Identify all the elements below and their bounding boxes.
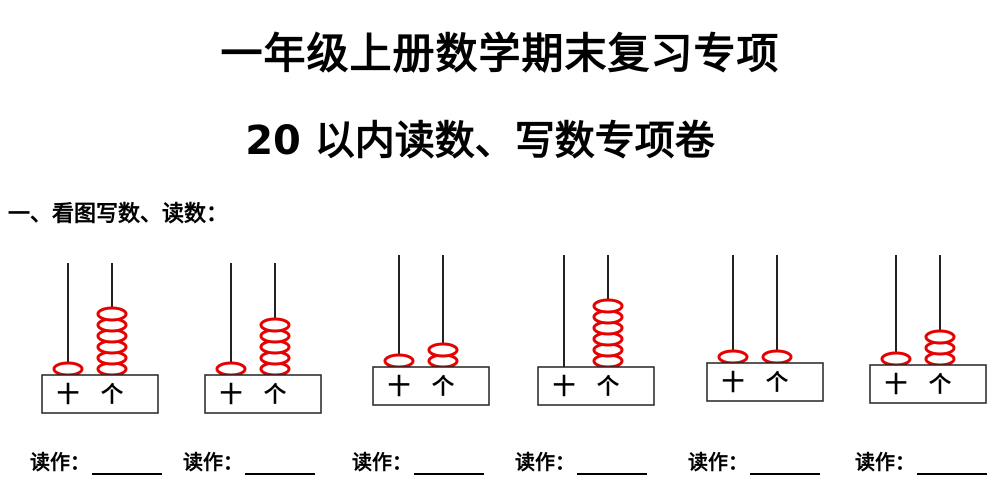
abacus-figure: 十个 xyxy=(41,263,159,414)
ones-label: 个 xyxy=(432,375,455,400)
ones-bead xyxy=(592,298,624,314)
read-as-item: 读作： xyxy=(352,446,484,475)
read-as-label: 读作： xyxy=(515,450,575,474)
ones-label: 个 xyxy=(101,383,124,408)
tens-label: 十 xyxy=(220,383,242,408)
abacus-figure: 十个 xyxy=(869,255,987,404)
read-as-label: 读作： xyxy=(855,450,915,474)
ones-bead xyxy=(924,329,956,345)
answer-blank[interactable] xyxy=(414,453,484,475)
answer-blank[interactable] xyxy=(245,453,315,475)
abacus-2: 十个 xyxy=(204,263,322,414)
tens-label: 十 xyxy=(553,375,575,400)
abacus-figure: 十个 xyxy=(537,255,655,406)
answer-blank[interactable] xyxy=(750,453,820,475)
abacus-base xyxy=(706,362,824,402)
ones-label: 个 xyxy=(929,373,952,398)
read-as-item: 读作： xyxy=(515,446,647,475)
abacus-base xyxy=(372,366,490,406)
ones-bead xyxy=(427,342,459,358)
ones-bead xyxy=(259,317,291,333)
read-as-label: 读作： xyxy=(30,450,90,474)
ones-label: 个 xyxy=(766,371,789,396)
abacus-base xyxy=(41,374,159,414)
read-as-label: 读作： xyxy=(183,450,243,474)
tens-label: 十 xyxy=(722,371,744,396)
tens-label: 十 xyxy=(885,373,907,398)
read-as-item: 读作： xyxy=(183,446,315,475)
tens-bead xyxy=(383,353,415,369)
abacus-6: 十个 xyxy=(869,255,987,404)
answer-blank[interactable] xyxy=(92,453,162,475)
worksheet-title: 一年级上册数学期末复习专项 xyxy=(220,29,780,78)
ones-label: 个 xyxy=(264,383,287,408)
read-as-item: 读作： xyxy=(30,446,162,475)
abacus-figure: 十个 xyxy=(204,263,322,414)
ones-bead xyxy=(761,349,793,365)
read-as-label: 读作： xyxy=(352,450,412,474)
tens-bead xyxy=(880,351,912,367)
tens-label: 十 xyxy=(57,383,79,408)
read-as-label: 读作： xyxy=(688,450,748,474)
worksheet-subtitle: 20 以内读数、写数专项卷 xyxy=(245,118,715,164)
abacus-figure: 十个 xyxy=(372,255,490,406)
tens-bead xyxy=(717,349,749,365)
abacus-figure: 十个 xyxy=(706,255,824,402)
abacus-1: 十个 xyxy=(41,263,159,414)
section-heading: 一、看图写数、读数： xyxy=(8,202,229,227)
answer-blank[interactable] xyxy=(577,453,647,475)
abacus-base xyxy=(869,364,987,404)
ones-bead xyxy=(96,306,128,322)
abacus-4: 十个 xyxy=(537,255,655,406)
abacus-3: 十个 xyxy=(372,255,490,406)
tens-bead xyxy=(52,361,84,377)
read-as-item: 读作： xyxy=(688,446,820,475)
tens-label: 十 xyxy=(388,375,410,400)
abacus-base xyxy=(537,366,655,406)
abacus-base xyxy=(204,374,322,414)
read-as-item: 读作： xyxy=(855,446,987,475)
ones-label: 个 xyxy=(597,375,620,400)
tens-bead xyxy=(215,361,247,377)
abacus-5: 十个 xyxy=(706,255,824,402)
answer-blank[interactable] xyxy=(917,453,987,475)
